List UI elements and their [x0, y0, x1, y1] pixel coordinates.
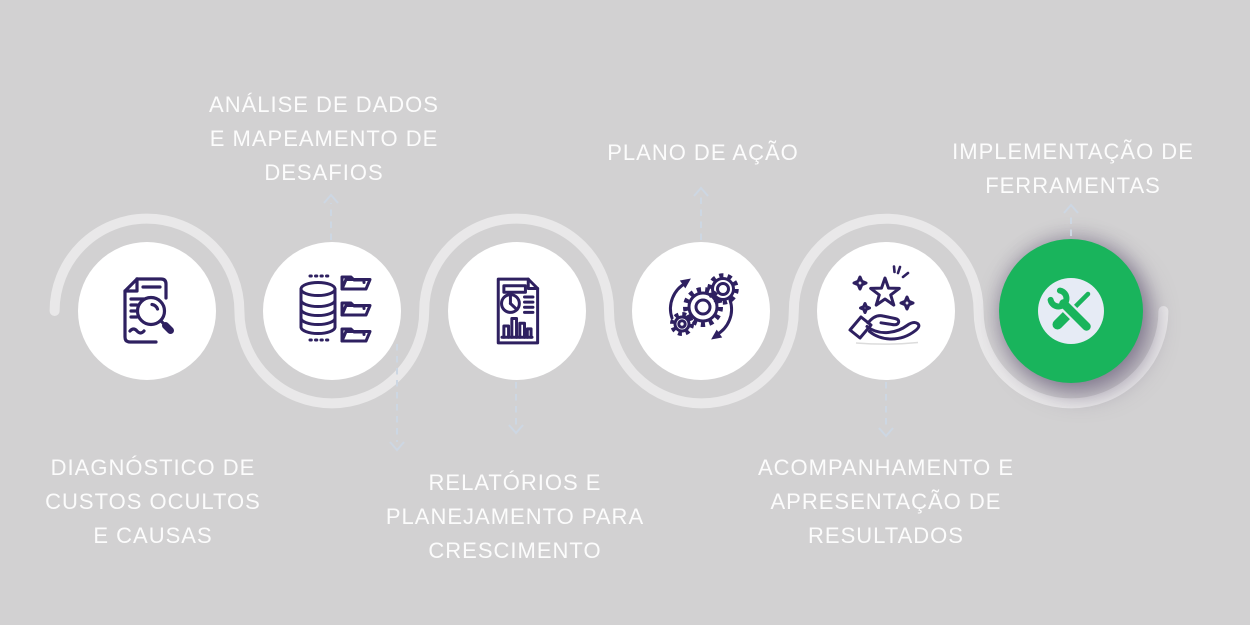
step-label-line: DESAFIOS	[264, 160, 384, 185]
process-gears-icon	[668, 273, 739, 340]
step-label-line: RESULTADOS	[808, 523, 964, 548]
step-label-2: ANÁLISE DE DADOS E MAPEAMENTO DE DESAFIO…	[154, 88, 494, 190]
step-label-line: RELATÓRIOS E	[428, 470, 602, 495]
step-node-1	[78, 242, 216, 380]
step-node-6	[999, 239, 1143, 383]
step-label-line: CUSTOS OCULTOS	[45, 489, 261, 514]
database-folders-icon	[299, 274, 372, 343]
step-label-6: IMPLEMENTAÇÃO DE FERRAMENTAS	[903, 135, 1243, 203]
step-label-line: ANÁLISE DE DADOS	[209, 92, 439, 117]
arrow-down-long	[389, 344, 405, 452]
arrow-up-step-2	[323, 193, 339, 240]
step-label-line: ACOMPANHAMENTO E	[758, 455, 1014, 480]
step-label-line: CRESCIMENTO	[428, 538, 602, 563]
report-chart-icon	[496, 277, 540, 345]
step-label-line: FERRAMENTAS	[985, 173, 1161, 198]
step-label-line: APRESENTAÇÃO DE	[770, 489, 1002, 514]
step-label-line: E MAPEAMENTO DE	[209, 126, 439, 151]
step-label-line: PLANEJAMENTO PARA	[385, 504, 645, 529]
hand-star-icon	[848, 265, 921, 345]
step-node-3	[448, 242, 586, 380]
step-node-4	[632, 242, 770, 380]
step-label-line: IMPLEMENTAÇÃO DE	[952, 139, 1194, 164]
step-label-5: ACOMPANHAMENTO E APRESENTAÇÃO DE RESULTA…	[716, 451, 1056, 553]
tools-icon	[1038, 278, 1104, 344]
arrow-down-step-5	[878, 382, 894, 438]
arrow-up-step-6	[1063, 203, 1079, 236]
arrow-down-step-3	[508, 382, 524, 435]
step-label-1: DIAGNÓSTICO DE CUSTOS OCULTOS E CAUSAS	[0, 451, 323, 553]
step-label-line: PLANO DE AÇÃO	[607, 140, 799, 165]
step-node-5	[817, 242, 955, 380]
step-label-line: E CAUSAS	[93, 523, 213, 548]
step-node-2	[263, 242, 401, 380]
step-label-3: RELATÓRIOS E PLANEJAMENTO PARA CRESCIMEN…	[345, 466, 685, 568]
arrow-up-step-4	[693, 186, 709, 240]
document-search-icon	[123, 277, 174, 344]
step-label-4: PLANO DE AÇÃO	[533, 136, 873, 170]
step-label-line: DIAGNÓSTICO DE	[50, 455, 256, 480]
